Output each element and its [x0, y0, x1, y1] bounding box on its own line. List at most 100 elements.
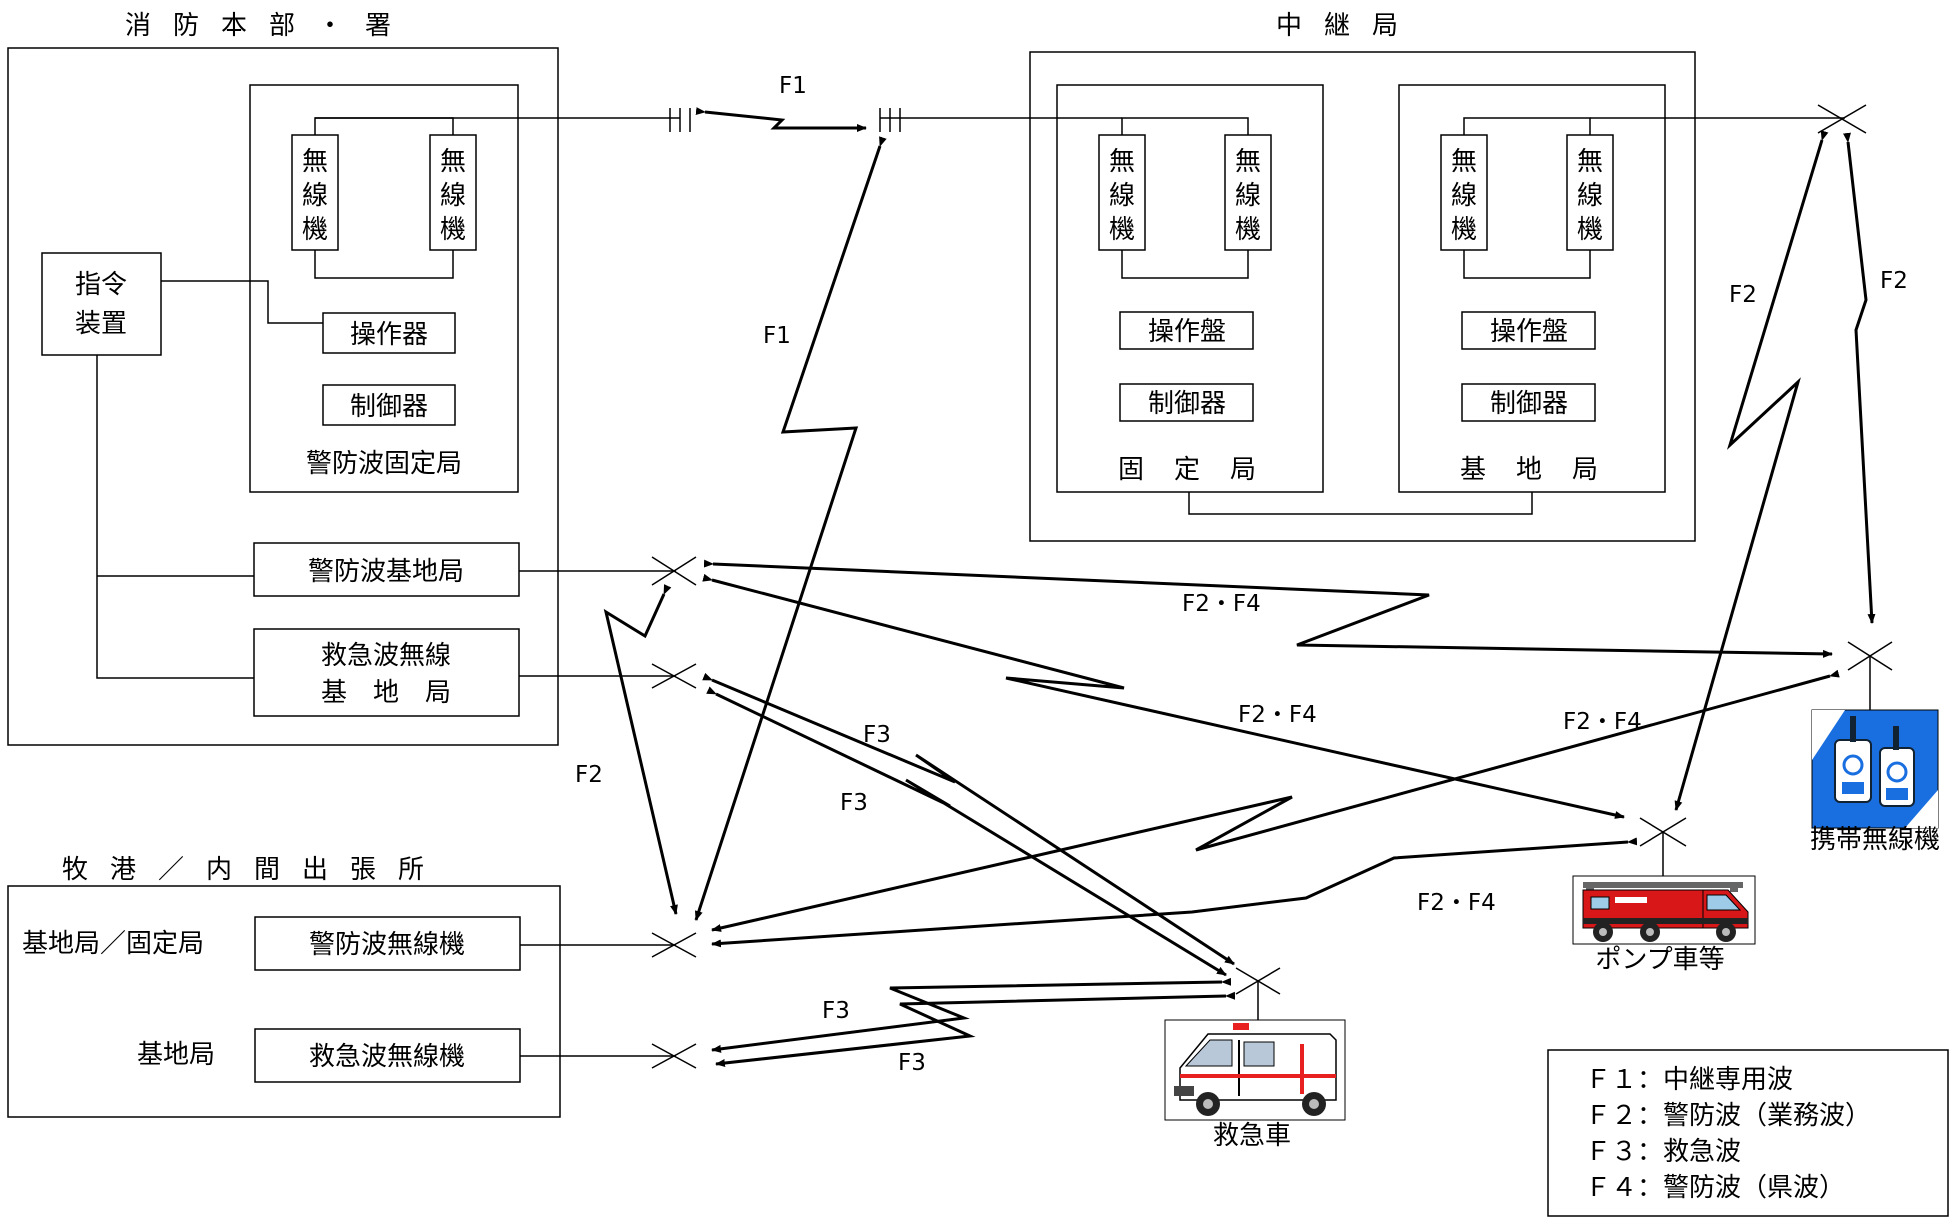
- hq-controller-box: [322, 384, 456, 426]
- branch-police-antenna: [651, 932, 697, 958]
- relay-fixed-radio-1-char-2: 線: [1109, 181, 1135, 211]
- relay-fixed-station-label: 固定局: [1118, 455, 1286, 485]
- relay-base-top-link: [1463, 117, 1591, 135]
- relay-base-radio-1-char-3: 機: [1451, 215, 1477, 245]
- hq-group-title: 消防本部・署: [125, 11, 413, 41]
- pump-truck-icon: [1572, 875, 1756, 945]
- f24-link-hq-pump: [702, 573, 1625, 819]
- relay-base-console-label: 操作盤: [1490, 317, 1568, 347]
- hq-controller-label: 制御器: [350, 392, 428, 422]
- command-unit-line-2: 装置: [75, 309, 127, 339]
- branch-row2-label: 基地局: [137, 1040, 215, 1070]
- branch-police-radio-label: 警防波無線機: [309, 930, 465, 960]
- relay-fixed-station-box: [1056, 84, 1324, 493]
- f3-link-hq-ambulance-2: [706, 686, 1227, 977]
- f1-link-hq-relay: [695, 107, 867, 132]
- hq-radio-2-char-2: 線: [440, 181, 466, 211]
- branch-group-box: [7, 885, 561, 1118]
- legend-box: [1547, 1049, 1949, 1217]
- relay-base-antenna: [1817, 104, 1867, 134]
- relay-base-radio-2-char-1: 無: [1577, 147, 1603, 177]
- hq-radio-1-char-3: 機: [302, 215, 328, 245]
- relay-base-radio-1-char-1: 無: [1451, 147, 1477, 177]
- f2-link-hq-branch: [603, 584, 678, 915]
- label-f2-right-b: F2: [1880, 268, 1908, 294]
- relay-fixed-bottom-link: [1121, 250, 1249, 279]
- legend-item-f1: Ｆ１：中継専用波: [1585, 1065, 1793, 1095]
- label-f24-a: F2・F4: [1182, 591, 1261, 617]
- label-f1-top: F1: [779, 73, 807, 99]
- label-f24-c: F2・F4: [1563, 709, 1642, 735]
- relay-base-controller-label: 制御器: [1490, 389, 1568, 419]
- relay-fixed-radio-2-char-3: 機: [1235, 215, 1261, 245]
- branch-group-title: 牧港／内間出張所: [62, 855, 446, 885]
- hq-fixed-station-box: [249, 84, 519, 493]
- label-f3-a: F3: [863, 722, 891, 748]
- branch-ems-antenna: [651, 1043, 697, 1069]
- radio-links: [603, 107, 1876, 1067]
- portable-radio-icon: [1811, 709, 1939, 829]
- hq-base-station-label: 警防波基地局: [308, 557, 464, 587]
- relay-group-title: 中継局: [1276, 11, 1420, 41]
- hq-base-station-box: [253, 542, 520, 597]
- branch-police-radio-box: [254, 916, 521, 971]
- relay-fixed-radio-2-char-1: 無: [1235, 147, 1261, 177]
- label-f3-d: F3: [898, 1050, 926, 1076]
- command-to-operator-line: [161, 280, 323, 324]
- relay-base-station-box: [1398, 84, 1666, 493]
- hq-group-box: [7, 47, 559, 746]
- label-f2-left: F2: [575, 762, 603, 788]
- relay-stations-link: [1188, 492, 1533, 515]
- command-unit-line-1: 指令: [75, 270, 127, 300]
- relay-base-radio-1-char-2: 線: [1451, 181, 1477, 211]
- portable-radio-label: 携帯無線機: [1810, 825, 1940, 855]
- label-f1-mid: F1: [763, 323, 791, 349]
- hq-radio-1-char-2: 線: [302, 181, 328, 211]
- relay-base-radio-2-char-2: 線: [1577, 181, 1603, 211]
- legend-item-f2: Ｆ２：警防波（業務波）: [1585, 1101, 1871, 1131]
- f3-link-ambulance-branch-2: [715, 991, 1236, 1067]
- pump-truck-label: ポンプ車等: [1595, 945, 1724, 975]
- hq-radio-bottom-link: [314, 250, 454, 279]
- hq-operator-label: 操作器: [350, 320, 428, 350]
- relay-base-station-label: 基地局: [1460, 455, 1628, 485]
- legend-item-f4: Ｆ４：警防波（県波）: [1585, 1173, 1845, 1203]
- f2-link-relay-pump: [1674, 130, 1829, 811]
- relay-base-radio-2-char-3: 機: [1577, 215, 1603, 245]
- label-f24-d: F2・F4: [1417, 890, 1496, 916]
- relay-base-controller-box: [1461, 383, 1596, 422]
- relay-fixed-radio-1-char-1: 無: [1109, 147, 1135, 177]
- command-unit-box: [41, 252, 162, 356]
- f24-link-hq-portable: [703, 559, 1833, 658]
- relay-fixed-radio-1-char-3: 機: [1109, 215, 1135, 245]
- hq-radio-1-char-1: 無: [302, 147, 328, 177]
- relay-base-bottom-link: [1463, 250, 1591, 279]
- command-to-ems-line: [96, 355, 254, 679]
- f3-link-ambulance-branch-1: [711, 977, 1232, 1053]
- label-f24-b: F2・F4: [1238, 702, 1317, 728]
- relay-base-console-box: [1461, 311, 1596, 350]
- relay-fixed-top-link: [1121, 117, 1249, 135]
- label-f3-c: F3: [822, 998, 850, 1024]
- hq-fixed-station-label: 警防波固定局: [306, 449, 462, 479]
- hq-f1-antenna: [669, 108, 691, 132]
- legend-item-f3: Ｆ３：救急波: [1585, 1137, 1741, 1167]
- label-f2-right-a: F2: [1729, 282, 1757, 308]
- hq-ems-station-box: [253, 628, 520, 717]
- hq-radio-2-char-1: 無: [440, 147, 466, 177]
- ambulance-icon: [1164, 1019, 1346, 1121]
- ambulance-label: 救急車: [1213, 1121, 1291, 1151]
- relay-fixed-controller-box: [1119, 383, 1254, 422]
- relay-fixed-controller-label: 制御器: [1148, 389, 1226, 419]
- relay-fixed-console-box: [1119, 311, 1254, 350]
- hq-ems-station-line-2: 基 地 局: [321, 678, 451, 708]
- hq-operator-box: [322, 312, 456, 354]
- relay-fixed-radio-2-char-2: 線: [1235, 181, 1261, 211]
- branch-ems-radio-label: 救急波無線機: [309, 1042, 465, 1072]
- hq-radio-top-link: [314, 117, 454, 135]
- f2-link-relay-portable: [1843, 132, 1876, 624]
- hq-radio-2-char-3: 機: [440, 215, 466, 245]
- relay-f1-antenna: [879, 108, 901, 132]
- hq-base-antenna: [651, 556, 697, 586]
